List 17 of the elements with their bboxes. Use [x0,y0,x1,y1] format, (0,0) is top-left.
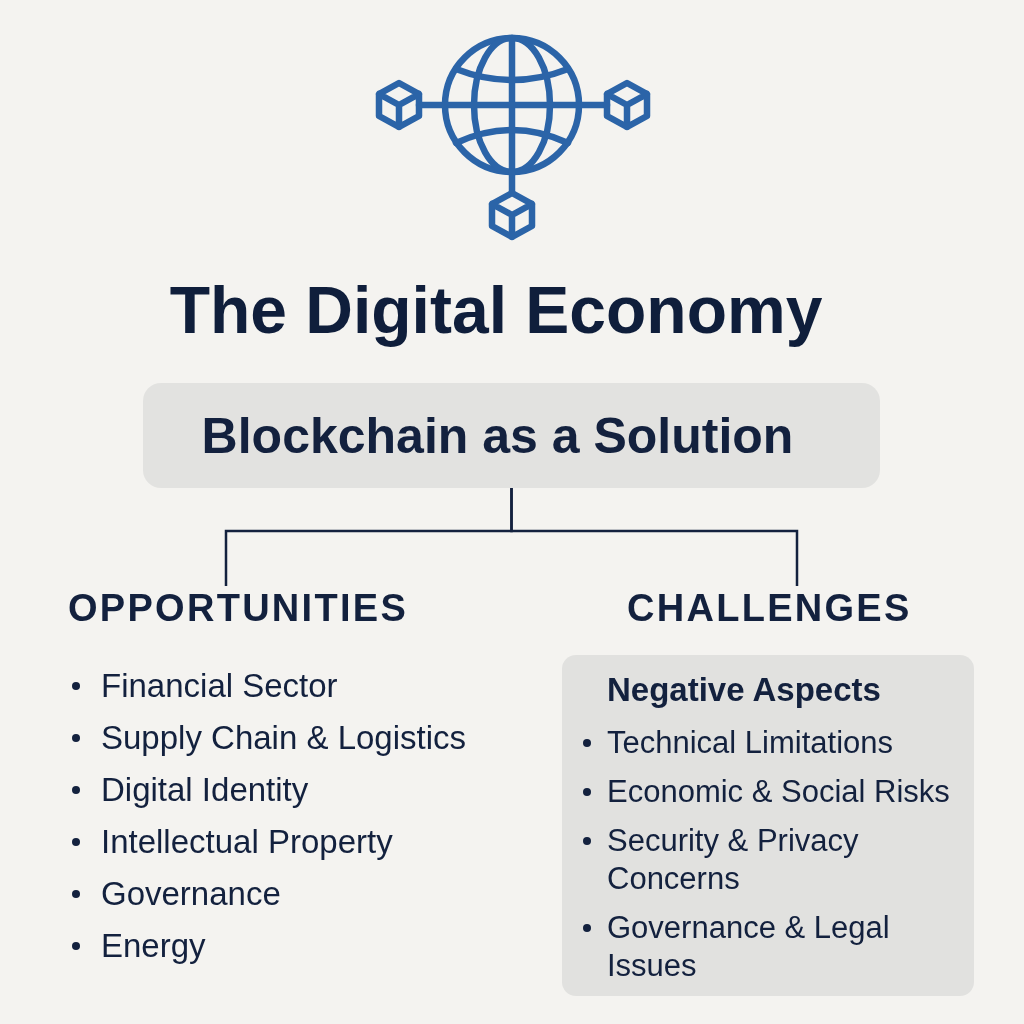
list-item: Intellectual Property [101,822,393,862]
list-item: Energy [101,926,206,966]
section-heading: OPPORTUNITIES [68,586,408,630]
list-item: Financial Sector [101,666,338,706]
title: The Digital Economy [169,272,823,348]
list-item: Governance [101,874,281,914]
connector-line [510,488,799,586]
challenges-panel [562,655,974,996]
list-item: Security & Privacy Concerns [607,822,860,898]
solution-banner: Blockchain as a Solution [143,383,880,488]
section-heading: CHALLENGES [627,586,912,630]
list-item: Economic & Social Risks [607,773,950,811]
list-item: Supply Chain & Logistics [101,718,467,758]
list-item: Governance & Legal Issues [607,909,891,985]
list-item: Digital Identity [101,770,309,810]
panel-heading: Negative Aspects [607,671,881,709]
list-item: Technical Limitations [607,724,894,762]
